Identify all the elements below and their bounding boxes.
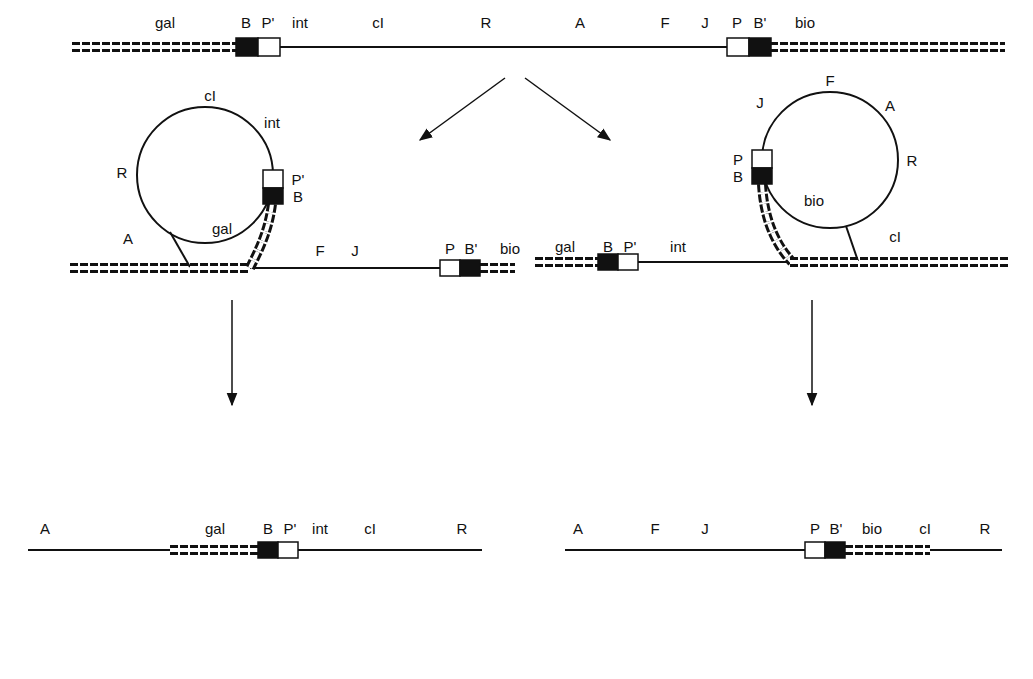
gene-label: cI — [364, 521, 376, 536]
gene-label: gal — [155, 15, 175, 30]
gene-label: P — [810, 521, 820, 536]
gene-label: P — [445, 241, 455, 256]
gene-label: F — [660, 15, 669, 30]
gene-label: bio — [795, 15, 815, 30]
gene-label: P' — [284, 521, 297, 536]
gene-label: J — [756, 95, 764, 110]
gene-label: B — [603, 239, 613, 254]
gene-label: bio — [500, 241, 520, 256]
gene-label: gal — [555, 239, 575, 254]
gene-label: R — [481, 15, 492, 30]
gene-label: B — [263, 521, 273, 536]
gene-label: cI — [919, 521, 931, 536]
gene-label: B' — [465, 241, 478, 256]
gene-label: B — [733, 169, 743, 184]
gene-label: bio — [804, 193, 824, 208]
gene-label: A — [573, 521, 583, 536]
gene-label: int — [264, 115, 280, 130]
gene-label: int — [670, 239, 686, 254]
gene-label: F — [315, 243, 324, 258]
gene-label: A — [40, 521, 50, 536]
gene-label: gal — [205, 521, 225, 536]
gene-label: P — [733, 152, 743, 167]
gene-label: R — [907, 153, 918, 168]
gene-label: J — [351, 243, 359, 258]
gene-label: cI — [889, 229, 901, 244]
gene-label: A — [575, 15, 585, 30]
gene-label: B — [241, 15, 251, 30]
gene-label: R — [980, 521, 991, 536]
gene-label: cI — [372, 15, 384, 30]
gene-label: B' — [830, 521, 843, 536]
gene-label: bio — [862, 521, 882, 536]
gene-label: J — [701, 521, 709, 536]
gene-label: F — [825, 73, 834, 88]
gene-label: int — [292, 15, 308, 30]
gene-label: gal — [212, 221, 232, 236]
gene-label: A — [123, 231, 133, 246]
gene-label: P' — [292, 172, 305, 187]
gene-label: int — [312, 521, 328, 536]
gene-label: R — [457, 521, 468, 536]
gene-label: P — [732, 15, 742, 30]
gene-label: cI — [204, 88, 216, 103]
gene-label: F — [650, 521, 659, 536]
gene-label: J — [701, 15, 709, 30]
gene-label: B' — [754, 15, 767, 30]
gene-label: R — [117, 165, 128, 180]
gene-label: P' — [262, 15, 275, 30]
gene-label: B — [293, 189, 303, 204]
gene-label: P' — [624, 239, 637, 254]
gene-label: A — [885, 98, 895, 113]
